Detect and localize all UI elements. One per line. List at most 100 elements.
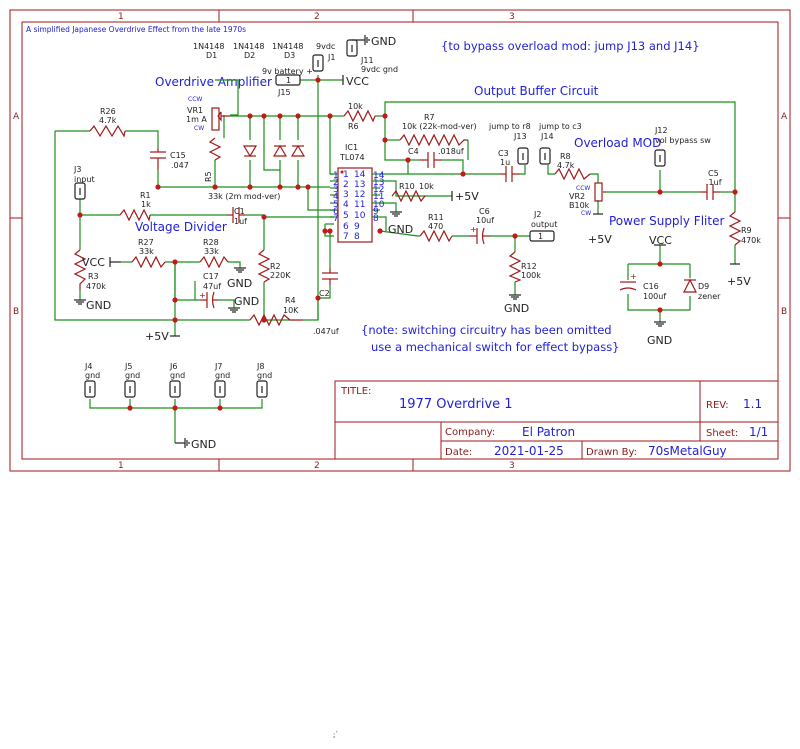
j2-symbol — [529, 230, 555, 242]
j15-value: 9v battery + — [262, 67, 313, 76]
switching-note-line2: use a mechanical switch for effect bypas… — [371, 340, 620, 354]
j4-symbol — [84, 380, 96, 398]
r4-value: 10K — [283, 306, 299, 315]
ic1-ref: IC1 — [345, 143, 358, 152]
svg-text:8: 8 — [354, 232, 360, 242]
ground-symbols — [74, 35, 666, 448]
j8-symbol — [256, 380, 268, 398]
rev-label: REV: — [706, 400, 729, 411]
r4-symbol — [249, 313, 303, 327]
vr1-cw: CW — [194, 125, 204, 132]
svg-text:2: 2 — [343, 180, 349, 190]
j3-symbol — [74, 182, 86, 200]
connector-symbols — [74, 39, 666, 398]
r27-symbol — [131, 255, 166, 269]
plus5-label-vr2: +5V — [588, 233, 612, 246]
sheet-label: Sheet: — [706, 428, 738, 439]
svg-text:4: 4 — [343, 200, 349, 210]
c6-ref: C6 — [479, 207, 490, 216]
j1-ref: J1 — [327, 53, 335, 62]
section-output-buffer: Output Buffer Circuit — [474, 84, 599, 98]
connector-pins — [79, 45, 661, 393]
c5-value: .1uf — [706, 178, 722, 187]
d3-symbol — [290, 144, 306, 157]
title-label: TITLE: — [340, 386, 371, 397]
j1-symbol — [312, 54, 324, 72]
wires — [54, 75, 736, 443]
gnd-r28 — [234, 267, 246, 273]
r26-symbol — [89, 124, 126, 138]
r26-ref: R26 — [100, 107, 116, 116]
c15-ref: C15 — [170, 151, 186, 160]
r26-value: 4.7k — [99, 116, 117, 125]
svg-text:+: + — [199, 291, 206, 300]
r9-symbol — [728, 211, 742, 246]
rev-value: 1.1 — [743, 397, 762, 411]
j4-ref: J4 — [84, 362, 92, 371]
c17-ref: C17 — [203, 272, 219, 281]
vr2-symbol — [594, 182, 603, 202]
vr1-value: 1m A — [186, 115, 207, 124]
date-value: 2021-01-25 — [494, 444, 564, 458]
svg-text:2: 2 — [333, 178, 339, 188]
c1-symbol — [227, 207, 245, 223]
j1-value: 9vdc — [316, 42, 335, 51]
svg-text:3: 3 — [333, 185, 339, 195]
j6-ref: J6 — [169, 362, 177, 371]
section-voltage-divider: Voltage Divider — [135, 220, 227, 234]
ic1-value: TL074 — [339, 153, 365, 162]
c2-ref: C2 — [319, 289, 330, 298]
switching-note-line1: {note: switching circuitry has been omit… — [361, 323, 612, 337]
d2-part: 1N4148 — [233, 42, 264, 51]
svg-text:12: 12 — [354, 190, 365, 200]
j5-value: gnd — [125, 371, 140, 380]
c5-symbol — [700, 184, 720, 200]
d9-symbol — [683, 278, 697, 293]
row-label-right-b: B — [781, 307, 787, 317]
r6-ref: R6 — [348, 122, 359, 131]
gnd-ic-pin11 — [390, 211, 402, 217]
r5-symbol — [208, 137, 222, 161]
vr1-ref: VR1 — [187, 106, 203, 115]
border-labels: 1 2 3 1 2 3 A B A B — [13, 12, 788, 471]
r1-ref: R1 — [140, 191, 151, 200]
svg-text:4: 4 — [333, 192, 339, 202]
power-labels: GND VCC +5V GND GND GND VCC GND GND +5V … — [82, 35, 751, 451]
r27-ref: R27 — [138, 238, 154, 247]
resistor-symbols — [73, 107, 742, 327]
gnd-label-j11: GND — [371, 35, 396, 48]
svg-text:11: 11 — [373, 192, 384, 202]
r5-ref: R5 — [204, 171, 213, 182]
section-power-supply-filter: Power Supply Fliter — [609, 214, 724, 228]
plus5-label-r10: +5V — [455, 190, 479, 203]
r10-value: 10k — [419, 182, 434, 191]
svg-text:13: 13 — [373, 178, 384, 188]
gnd-label-filter: GND — [647, 334, 672, 347]
drawn-by-label: Drawn By: — [586, 447, 637, 458]
r8-symbol — [554, 167, 591, 181]
r11-value: 470 — [428, 222, 443, 231]
svg-text:9: 9 — [354, 222, 360, 232]
c4-value: .018uf — [438, 147, 464, 156]
c6-value: 10uf — [476, 216, 494, 225]
j15-symbol — [275, 74, 301, 86]
plus5-label-r9: +5V — [727, 275, 751, 288]
r8-ref: R8 — [560, 152, 571, 161]
c17-symbol — [200, 291, 218, 309]
gnd-jacks — [175, 438, 190, 448]
footer-mark: ;` — [333, 731, 339, 739]
gnd-j11 — [352, 35, 370, 45]
j3-ref: J3 — [73, 165, 81, 174]
svg-text:14: 14 — [373, 171, 385, 181]
j6-symbol — [169, 380, 181, 398]
c16-value: 100uf — [643, 292, 666, 301]
sheet-value: 1/1 — [749, 425, 768, 439]
svg-text:3: 3 — [343, 190, 349, 200]
svg-text:7: 7 — [343, 232, 349, 242]
company-label: Company: — [445, 427, 495, 438]
j15-pin: 1 — [286, 76, 291, 85]
power-stubs — [109, 75, 740, 337]
j14-value: jump to c3 — [538, 122, 582, 131]
d1-ref: D1 — [206, 51, 217, 60]
d9-value: zener — [698, 292, 721, 301]
